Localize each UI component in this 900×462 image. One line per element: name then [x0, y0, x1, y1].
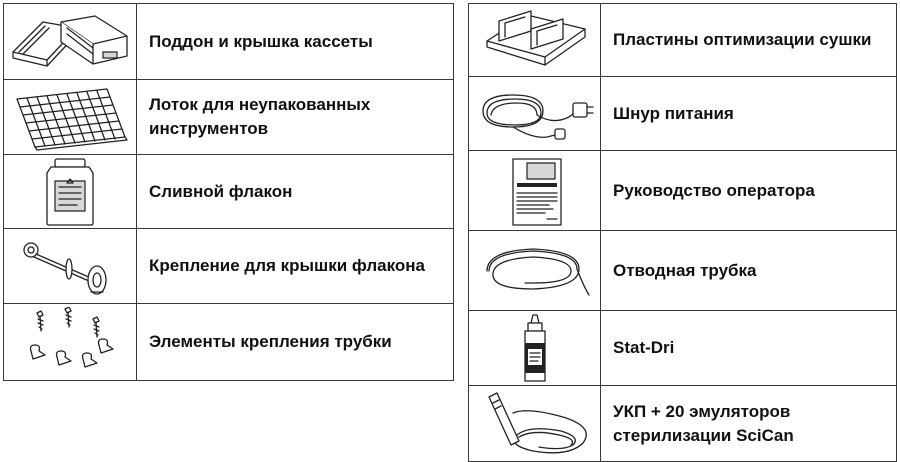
stat-dri-bottle-icon — [473, 313, 597, 383]
item-label: УКП + 20 эмуляторов стерилизации SciCan — [600, 385, 897, 462]
table-row: Крепление для крышки флакона — [3, 228, 454, 304]
item-label: Руководство оператора — [600, 150, 897, 231]
operator-manual-icon — [473, 155, 597, 227]
item-label: Крепление для крышки флакона — [136, 228, 454, 304]
table-row: Шнур питания — [468, 76, 897, 151]
item-label: Лоток для неупакованных инструментов — [136, 79, 454, 155]
item-image-cell — [468, 3, 601, 77]
table-row: УКП + 20 эмуляторов стерилизации SciCan — [468, 385, 897, 462]
drain-bottle-icon — [7, 157, 133, 227]
item-label: Отводная трубка — [600, 230, 897, 311]
table-row: Stat-Dri — [468, 310, 897, 386]
tube-fasteners-icon — [7, 307, 133, 377]
item-image-cell — [468, 76, 601, 151]
item-label: Пластины оптимизации сушки — [600, 3, 897, 77]
item-label: Элементы крепления трубки — [136, 303, 454, 381]
pcd-emulators-icon — [473, 389, 597, 459]
drying-plates-icon — [473, 7, 597, 73]
table-row: Лоток для неупакованных инструментов — [3, 79, 454, 155]
item-label: Поддон и крышка кассеты — [136, 3, 454, 80]
item-label: Stat-Dri — [600, 310, 897, 386]
drain-tube-icon — [473, 235, 597, 307]
item-image-cell — [468, 310, 601, 386]
table-row: Поддон и крышка кассеты — [3, 3, 454, 80]
bottle-cap-fitting-icon — [7, 232, 133, 300]
item-image-cell — [3, 303, 137, 381]
table-row: Отводная трубка — [468, 230, 897, 311]
item-image-cell — [468, 385, 601, 462]
item-label: Шнур питания — [600, 76, 897, 151]
item-image-cell — [3, 154, 137, 229]
table-row: Пластины оптимизации сушки — [468, 3, 897, 77]
item-image-cell — [468, 230, 601, 311]
wire-rack-icon — [7, 83, 133, 151]
left-accessories-table: Поддон и крышка кассеты Лоток для неупак… — [3, 3, 454, 381]
item-image-cell — [3, 79, 137, 155]
table-row: Сливной флакон — [3, 154, 454, 229]
item-image-cell — [3, 3, 137, 80]
table-row: Руководство оператора — [468, 150, 897, 231]
right-accessories-table: Пластины оптимизации сушки Шнур питания — [468, 3, 897, 462]
item-image-cell — [3, 228, 137, 304]
table-row: Элементы крепления трубки — [3, 303, 454, 381]
item-image-cell — [468, 150, 601, 231]
power-cord-icon — [473, 81, 597, 147]
item-label: Сливной флакон — [136, 154, 454, 229]
cassette-tray-lid-icon — [7, 8, 133, 76]
